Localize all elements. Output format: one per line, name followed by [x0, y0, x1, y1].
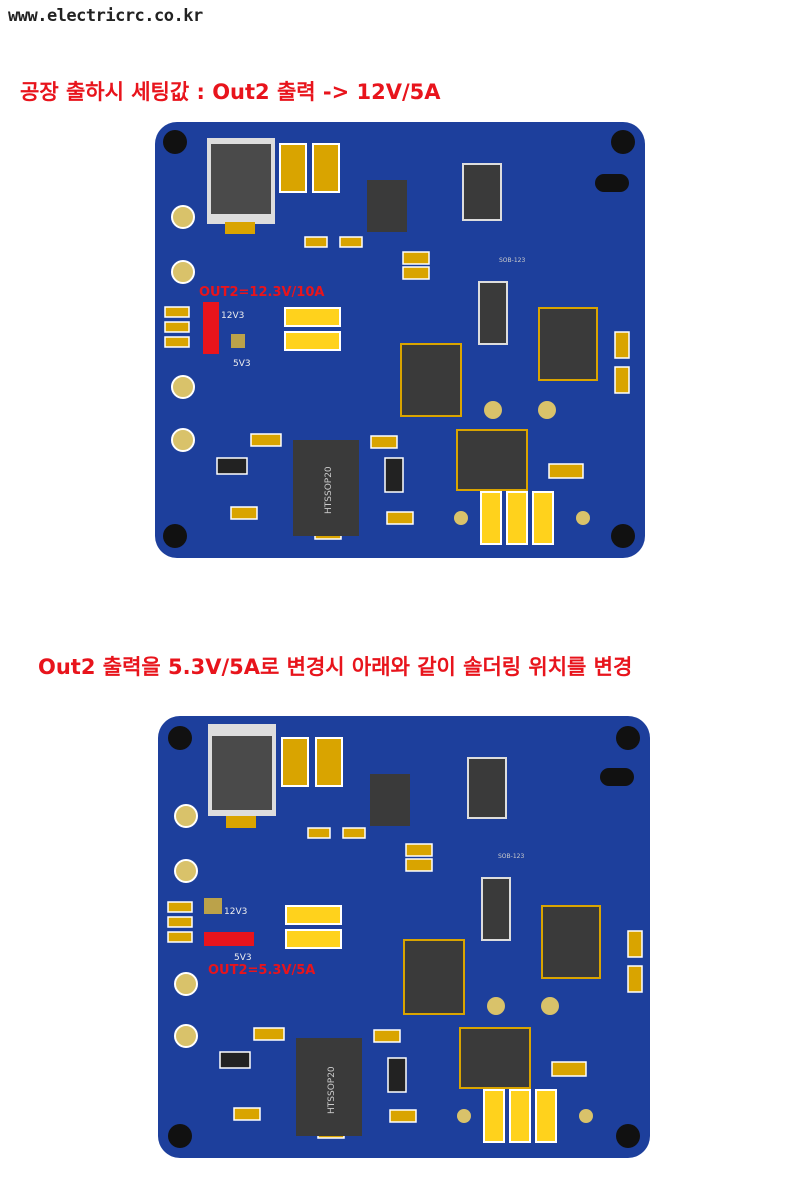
jumper-note: OUT2=5.3V/5A [208, 963, 315, 978]
factory-setting-caption: 공장 출하시 세팅값 : Out2 출력 -> 12V/5A [20, 80, 441, 104]
mount-hole [616, 726, 640, 750]
mount-hole [611, 524, 635, 548]
pcb-board-modified: 12V3 5V3 OUT2=5.3V/5A HTSSOP20 SOB-123 [158, 716, 650, 1158]
mount-hole [168, 726, 192, 750]
label-12v3: 12V3 [221, 311, 244, 321]
jumper-5v-bridge [204, 932, 254, 946]
mount-hole [616, 1124, 640, 1148]
small-part-label: SOB-123 [498, 853, 524, 860]
mount-hole [163, 524, 187, 548]
ic-label: HTSSOP20 [327, 1066, 337, 1114]
mount-hole [611, 130, 635, 154]
ic-label: HTSSOP20 [324, 466, 334, 514]
label-5v3: 5V3 [233, 359, 251, 369]
pcb-board-factory: 12V3 5V3 OUT2=12.3V/10A HTSSOP20 SOB-123 [155, 122, 645, 558]
mount-hole [163, 130, 187, 154]
site-watermark: www.electricrc.co.kr [8, 6, 203, 26]
label-12v3: 12V3 [224, 907, 247, 917]
jumper-note: OUT2=12.3V/10A [199, 285, 324, 300]
jumper-12v-bridge [203, 302, 219, 354]
mount-hole [168, 1124, 192, 1148]
label-5v3: 5V3 [234, 953, 252, 963]
small-part-label: SOB-123 [499, 257, 525, 264]
change-instruction-caption: Out2 출력을 5.3V/5A로 변경시 아래와 같이 솔더링 위치를 변경 [38, 655, 633, 679]
